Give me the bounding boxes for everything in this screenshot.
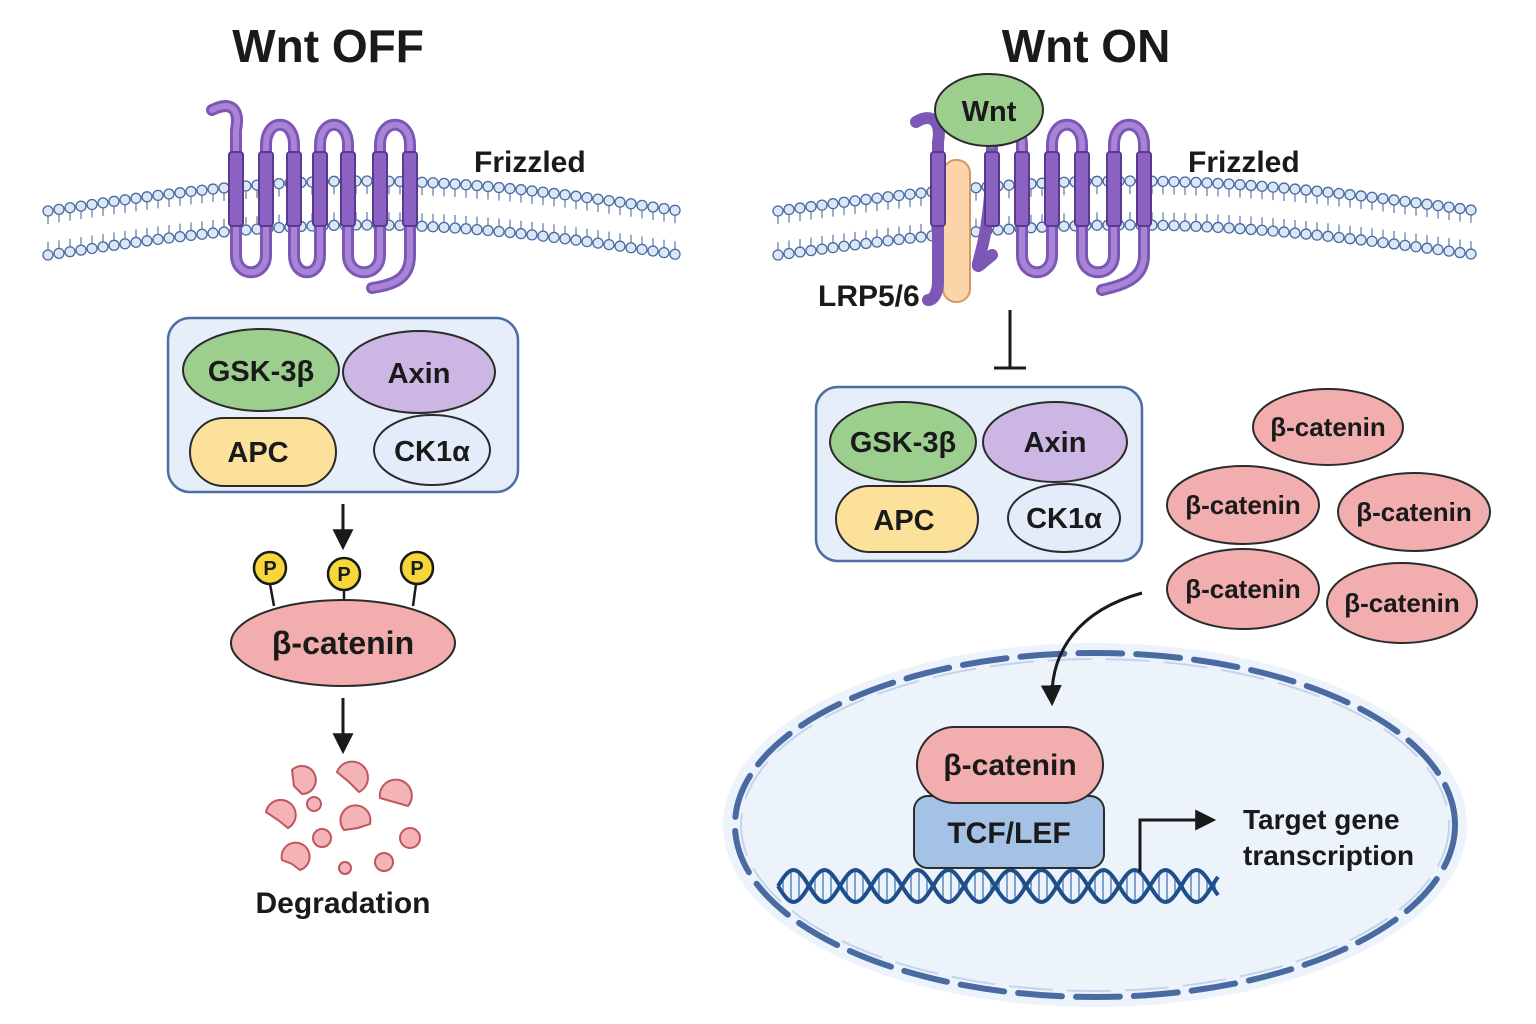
target-gene-line2: transcription — [1243, 840, 1414, 871]
phosphate-1 — [252, 550, 288, 586]
lrp56-label: LRP5/6 — [818, 280, 920, 313]
tcf-lef-label: TCF/LEF — [947, 817, 1070, 850]
apc-protein-on — [835, 485, 979, 553]
axin-label-off: Axin — [388, 358, 451, 390]
phosphate-2-label: P — [337, 564, 350, 586]
beta-catenin-off — [230, 599, 456, 687]
nuclear-envelope — [732, 650, 1458, 1000]
transcription-arrow — [1138, 809, 1217, 872]
ck1a-label-off: CK1α — [394, 436, 470, 468]
degradation-fragments — [264, 760, 421, 875]
apc-label-on: APC — [873, 505, 934, 537]
arrow-catenin-to-nucleus — [1040, 591, 1143, 707]
frizzled-label-off: Frizzled — [474, 146, 586, 179]
wnt-ligand-label: Wnt — [962, 96, 1017, 128]
axin-protein-on — [982, 401, 1128, 483]
beta-catenin-cyto-3 — [1337, 472, 1491, 552]
ck1a-label-on: CK1α — [1026, 503, 1102, 535]
beta-catenin-cyto-1-label: β-catenin — [1270, 412, 1386, 442]
destruction-complex-off: GSK-3β Axin APC CK1α — [166, 316, 520, 494]
beta-catenin-cyto-2 — [1166, 465, 1320, 545]
degradation-label: Degradation — [255, 887, 430, 920]
beta-catenin-off-label: β-catenin — [272, 625, 414, 661]
beta-catenin-cyto-4 — [1166, 548, 1320, 630]
phosphate-3 — [399, 550, 435, 586]
frizzled-receptor-off — [206, 100, 418, 294]
beta-catenin-cyto-5-label: β-catenin — [1344, 588, 1460, 618]
beta-catenin-cyto-1 — [1252, 388, 1404, 466]
gsk3b-protein-off — [182, 328, 340, 412]
stabilized-beta-catenins: β-catenin β-catenin β-catenin β-catenin … — [1166, 388, 1491, 644]
gsk3b-label-off: GSK-3β — [208, 356, 314, 388]
beta-catenin-cyto-4-label: β-catenin — [1185, 574, 1301, 604]
axin-protein-off — [342, 330, 496, 414]
apc-label-off: APC — [227, 437, 288, 469]
apc-protein-off — [189, 417, 337, 487]
destruction-complex-on: GSK-3β Axin APC CK1α — [814, 385, 1144, 563]
dna-helix — [776, 867, 1220, 905]
ck1a-protein-on — [1007, 483, 1121, 553]
beta-catenin-nuclear — [916, 726, 1104, 804]
phosphate-groups: P P P — [252, 550, 435, 607]
inhibition-symbol — [994, 310, 1026, 370]
beta-catenin-cyto-5 — [1326, 562, 1478, 644]
beta-catenin-cyto-3-label: β-catenin — [1356, 497, 1472, 527]
cell-membrane-off — [42, 175, 681, 261]
frizzled-label-on: Frizzled — [1188, 146, 1300, 179]
gsk3b-label-on: GSK-3β — [850, 427, 956, 459]
ck1a-protein-off — [373, 414, 491, 486]
axin-label-on: Axin — [1024, 427, 1087, 459]
lrp56-coreceptor — [942, 159, 971, 303]
phosphate-1-label: P — [263, 558, 276, 580]
beta-catenin-cyto-2-label: β-catenin — [1185, 490, 1301, 520]
beta-catenin-nuclear-label: β-catenin — [943, 749, 1076, 782]
wnt-ligand — [934, 73, 1044, 147]
phosphate-3-label: P — [410, 558, 423, 580]
phosphate-2 — [326, 556, 362, 592]
target-gene-line1: Target gene — [1243, 804, 1400, 835]
off-title: Wnt OFF — [232, 20, 424, 72]
gsk3b-protein-on — [829, 401, 977, 483]
frizzled-receptor-on — [910, 112, 1152, 306]
cell-membrane-on — [772, 175, 1477, 261]
on-title: Wnt ON — [1002, 20, 1171, 72]
